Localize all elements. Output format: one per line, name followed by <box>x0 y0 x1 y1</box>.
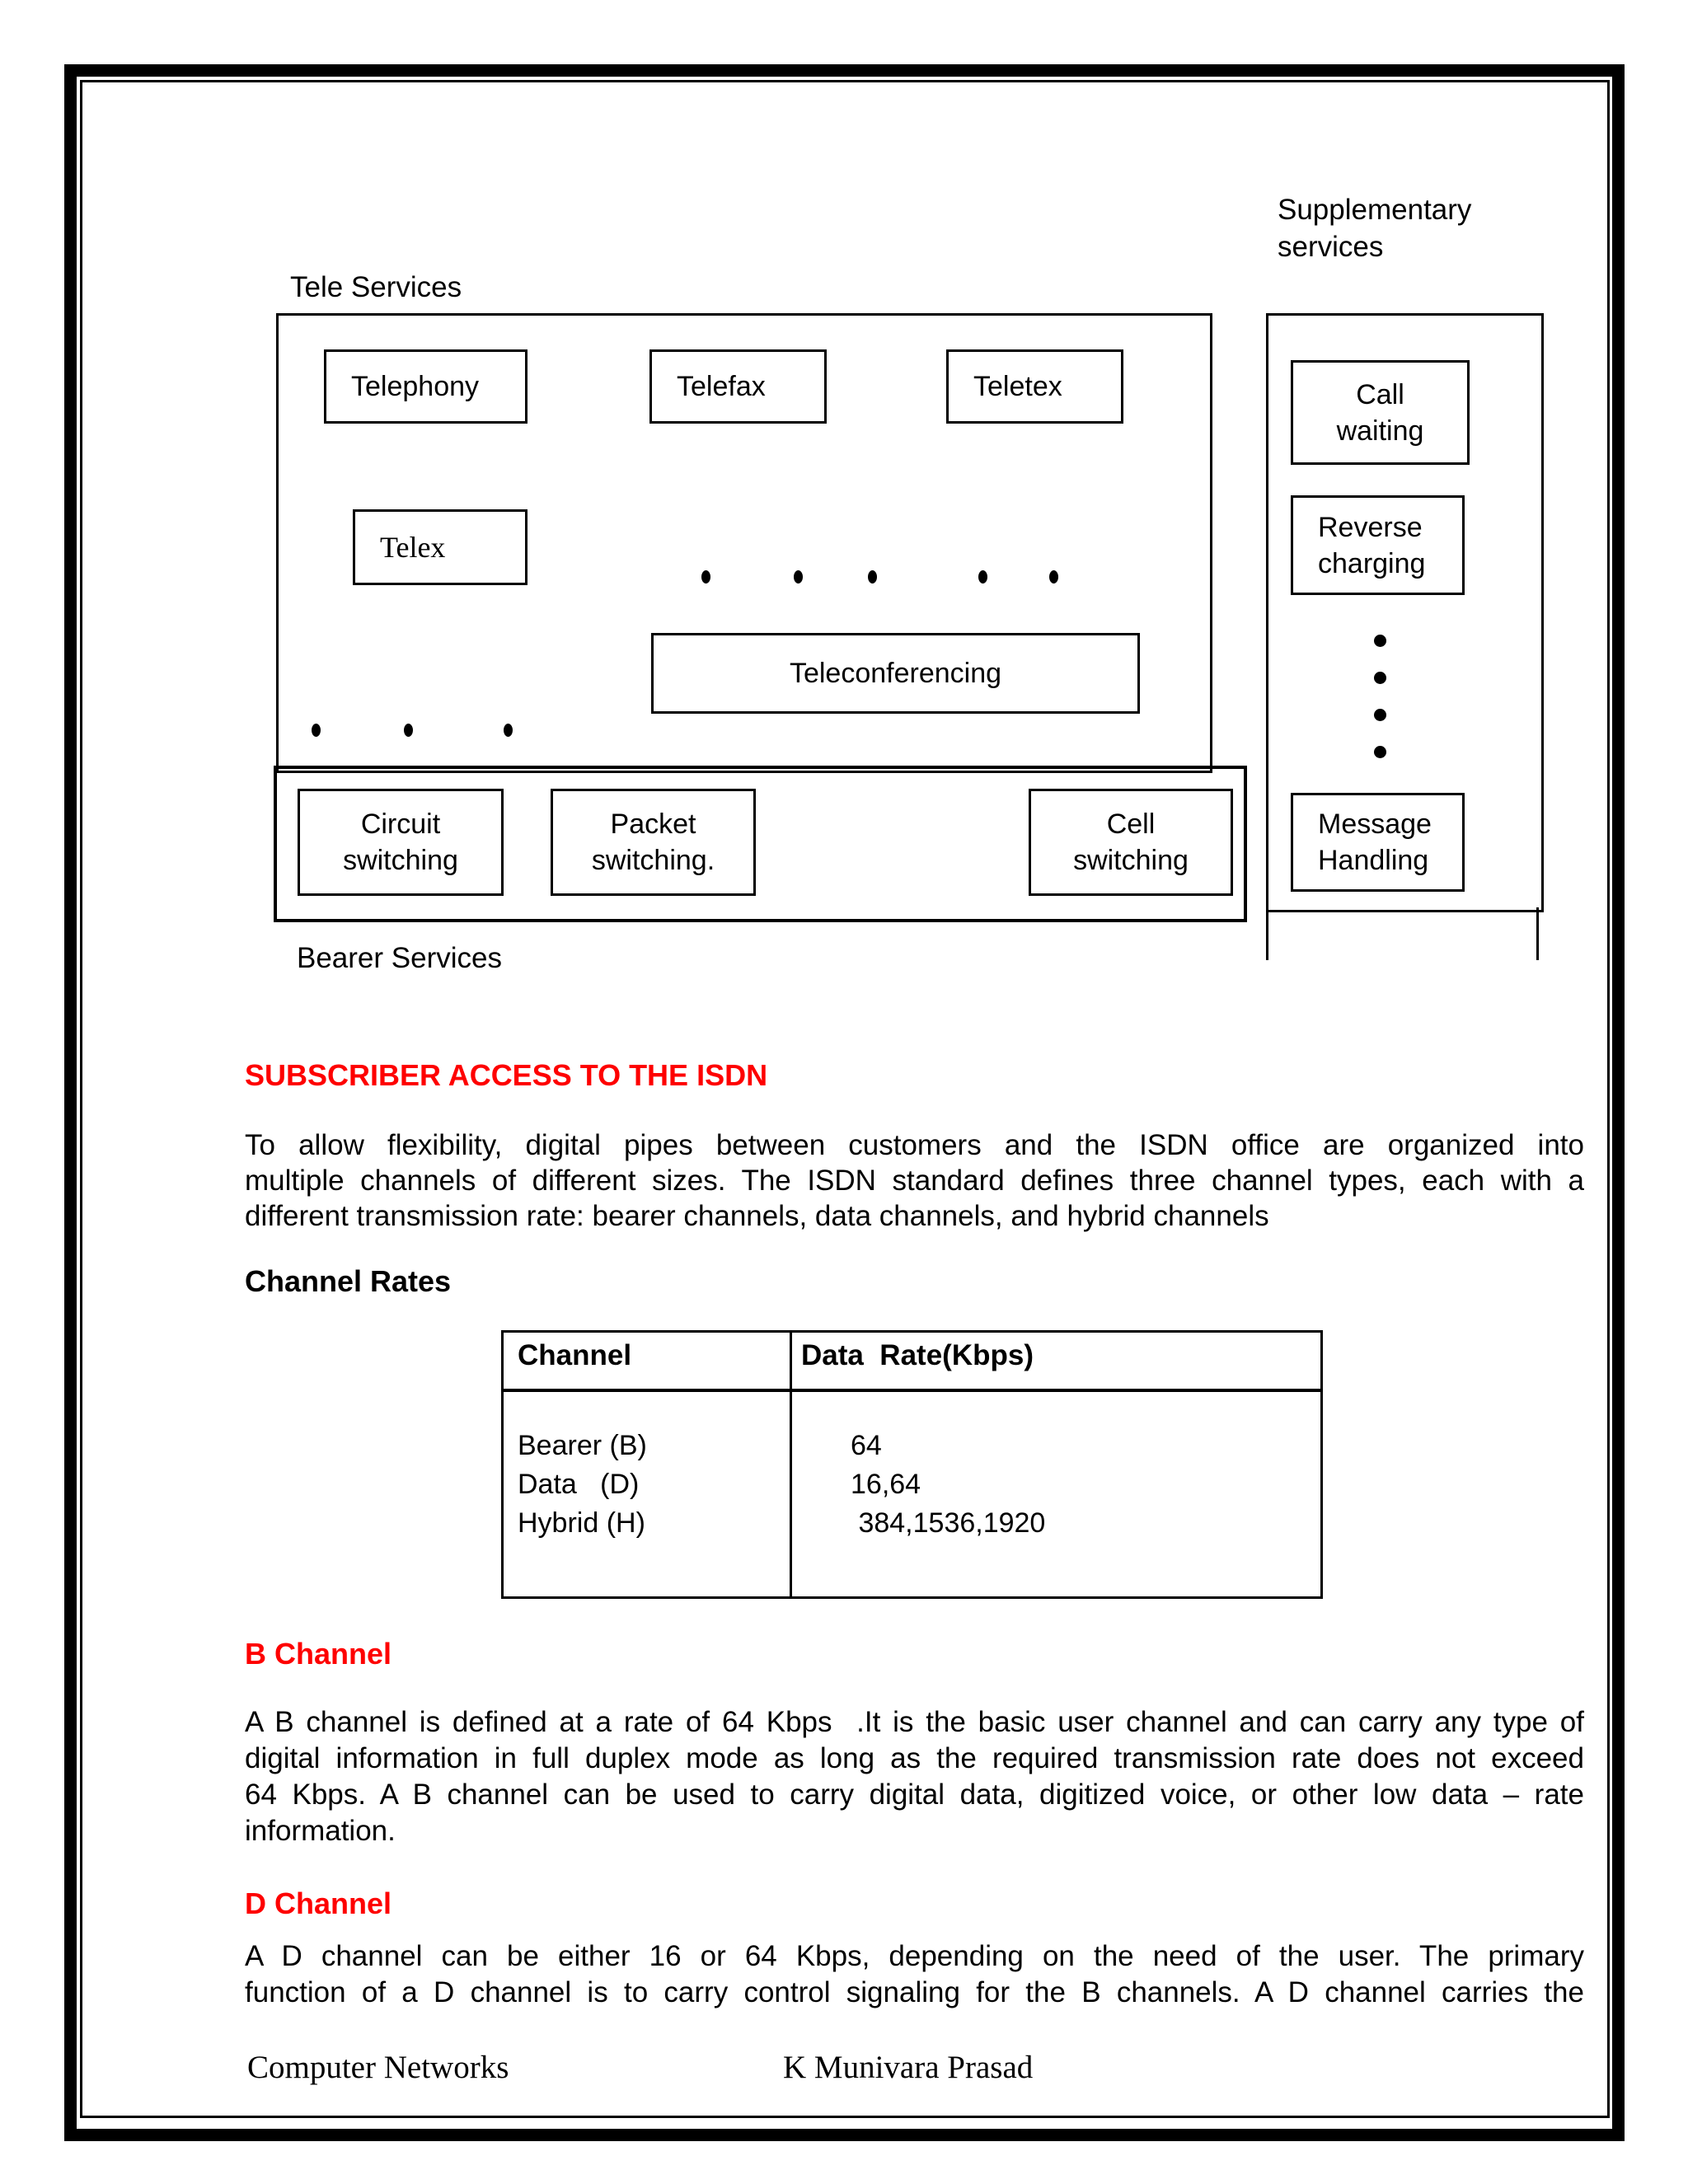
table-cell: Data (D) <box>518 1469 640 1500</box>
table-cell: Bearer (B) <box>518 1430 647 1461</box>
table-header-row: Channel Data Rate(Kbps) <box>504 1333 1320 1392</box>
table-cell: Hybrid (H) <box>518 1507 645 1539</box>
intro-paragraph: To allow flexibility, digital pipes betw… <box>245 1127 1584 1234</box>
paragraph-line: A D channel can be either 16 or 64 Kbps,… <box>245 1940 1584 1972</box>
table-column-channel: Bearer (B) Data (D) Hybrid (H) <box>504 1392 792 1599</box>
table-cell: 384,1536,1920 <box>851 1507 1046 1539</box>
paragraph-line: digital information in full duplex mode … <box>245 1742 1584 1774</box>
table-column-data-rate: 64 16,64 384,1536,1920 <box>792 1392 1320 1599</box>
b-channel-paragraph: A B channel is defined at a rate of 64 K… <box>245 1704 1584 1849</box>
bearer-services-box <box>274 766 1247 922</box>
paragraph-line: function of a D channel is to carry cont… <box>245 1976 1584 2008</box>
cell-switching-box: Cell switching <box>1029 789 1233 896</box>
paragraph-line: 64 Kbps. A B channel can be used to carr… <box>245 1779 1584 1811</box>
table-body: Bearer (B) Data (D) Hybrid (H) 64 16,64 … <box>504 1392 1320 1599</box>
table-header-channel: Channel <box>504 1333 792 1389</box>
paragraph-line: information. <box>245 1815 396 1847</box>
message-handling-box: Message Handling <box>1291 793 1465 892</box>
ellipsis-dot <box>1374 672 1386 684</box>
subscriber-access-heading: SUBSCRIBER ACCESS TO THE ISDN <box>245 1058 768 1092</box>
ellipsis-dot <box>978 570 987 583</box>
bearer-services-label: Bearer Services <box>297 942 502 974</box>
table-header-data-rate: Data Rate(Kbps) <box>801 1339 1034 1371</box>
page-border-inner <box>80 80 1610 2118</box>
supplementary-services-box <box>1266 313 1544 912</box>
ellipsis-dot <box>1374 746 1386 758</box>
supplementary-left-stub <box>1266 907 1268 960</box>
ellipsis-dot <box>312 724 321 737</box>
ellipsis-dot <box>1374 635 1386 647</box>
telephony-box: Telephony <box>324 349 528 424</box>
table-cell: 16,64 <box>851 1469 921 1500</box>
footer-author-name: K Munivara Prasad <box>783 2050 1034 2085</box>
tele-services-label: Tele Services <box>290 271 462 303</box>
telefax-box: Telefax <box>649 349 827 424</box>
paragraph-line: To allow flexibility, digital pipes betw… <box>245 1129 1584 1161</box>
ellipsis-dot <box>404 724 413 737</box>
ellipsis-dot <box>701 570 710 583</box>
ellipsis-dot <box>1049 570 1058 583</box>
channel-rates-heading: Channel Rates <box>245 1264 452 1298</box>
teletex-box: Teletex <box>946 349 1123 424</box>
supplementary-services-label: Supplementary services <box>1278 194 1472 263</box>
d-channel-paragraph: A D channel can be either 16 or 64 Kbps,… <box>245 1938 1584 2011</box>
tele-services-box <box>276 313 1212 773</box>
paragraph-line: different transmission rate: bearer chan… <box>245 1200 1269 1232</box>
page-border-outer <box>64 64 1625 2141</box>
supplementary-right-stub <box>1536 907 1539 960</box>
teleconferencing-box: Teleconferencing <box>651 633 1140 714</box>
paragraph-line: A B channel is defined at a rate of 64 K… <box>245 1706 1584 1738</box>
reverse-charging-box: Reverse charging <box>1291 495 1465 595</box>
paragraph-line: multiple channels of different sizes. Th… <box>245 1165 1584 1197</box>
packet-switching-box: Packet switching. <box>551 789 756 896</box>
ellipsis-dot <box>504 724 513 737</box>
b-channel-heading: B Channel <box>245 1637 392 1671</box>
footer-course-title: Computer Networks <box>247 2050 509 2085</box>
telex-box: Telex <box>353 509 528 585</box>
channel-rates-table: Channel Data Rate(Kbps) Bearer (B) Data … <box>501 1330 1323 1599</box>
ellipsis-dot <box>794 570 803 583</box>
circuit-switching-box: Circuit switching <box>298 789 504 896</box>
table-cell: 64 <box>851 1430 882 1461</box>
ellipsis-dot <box>1374 709 1386 721</box>
call-waiting-box: Call waiting <box>1291 360 1470 465</box>
ellipsis-dot <box>868 570 877 583</box>
d-channel-heading: D Channel <box>245 1886 392 1920</box>
